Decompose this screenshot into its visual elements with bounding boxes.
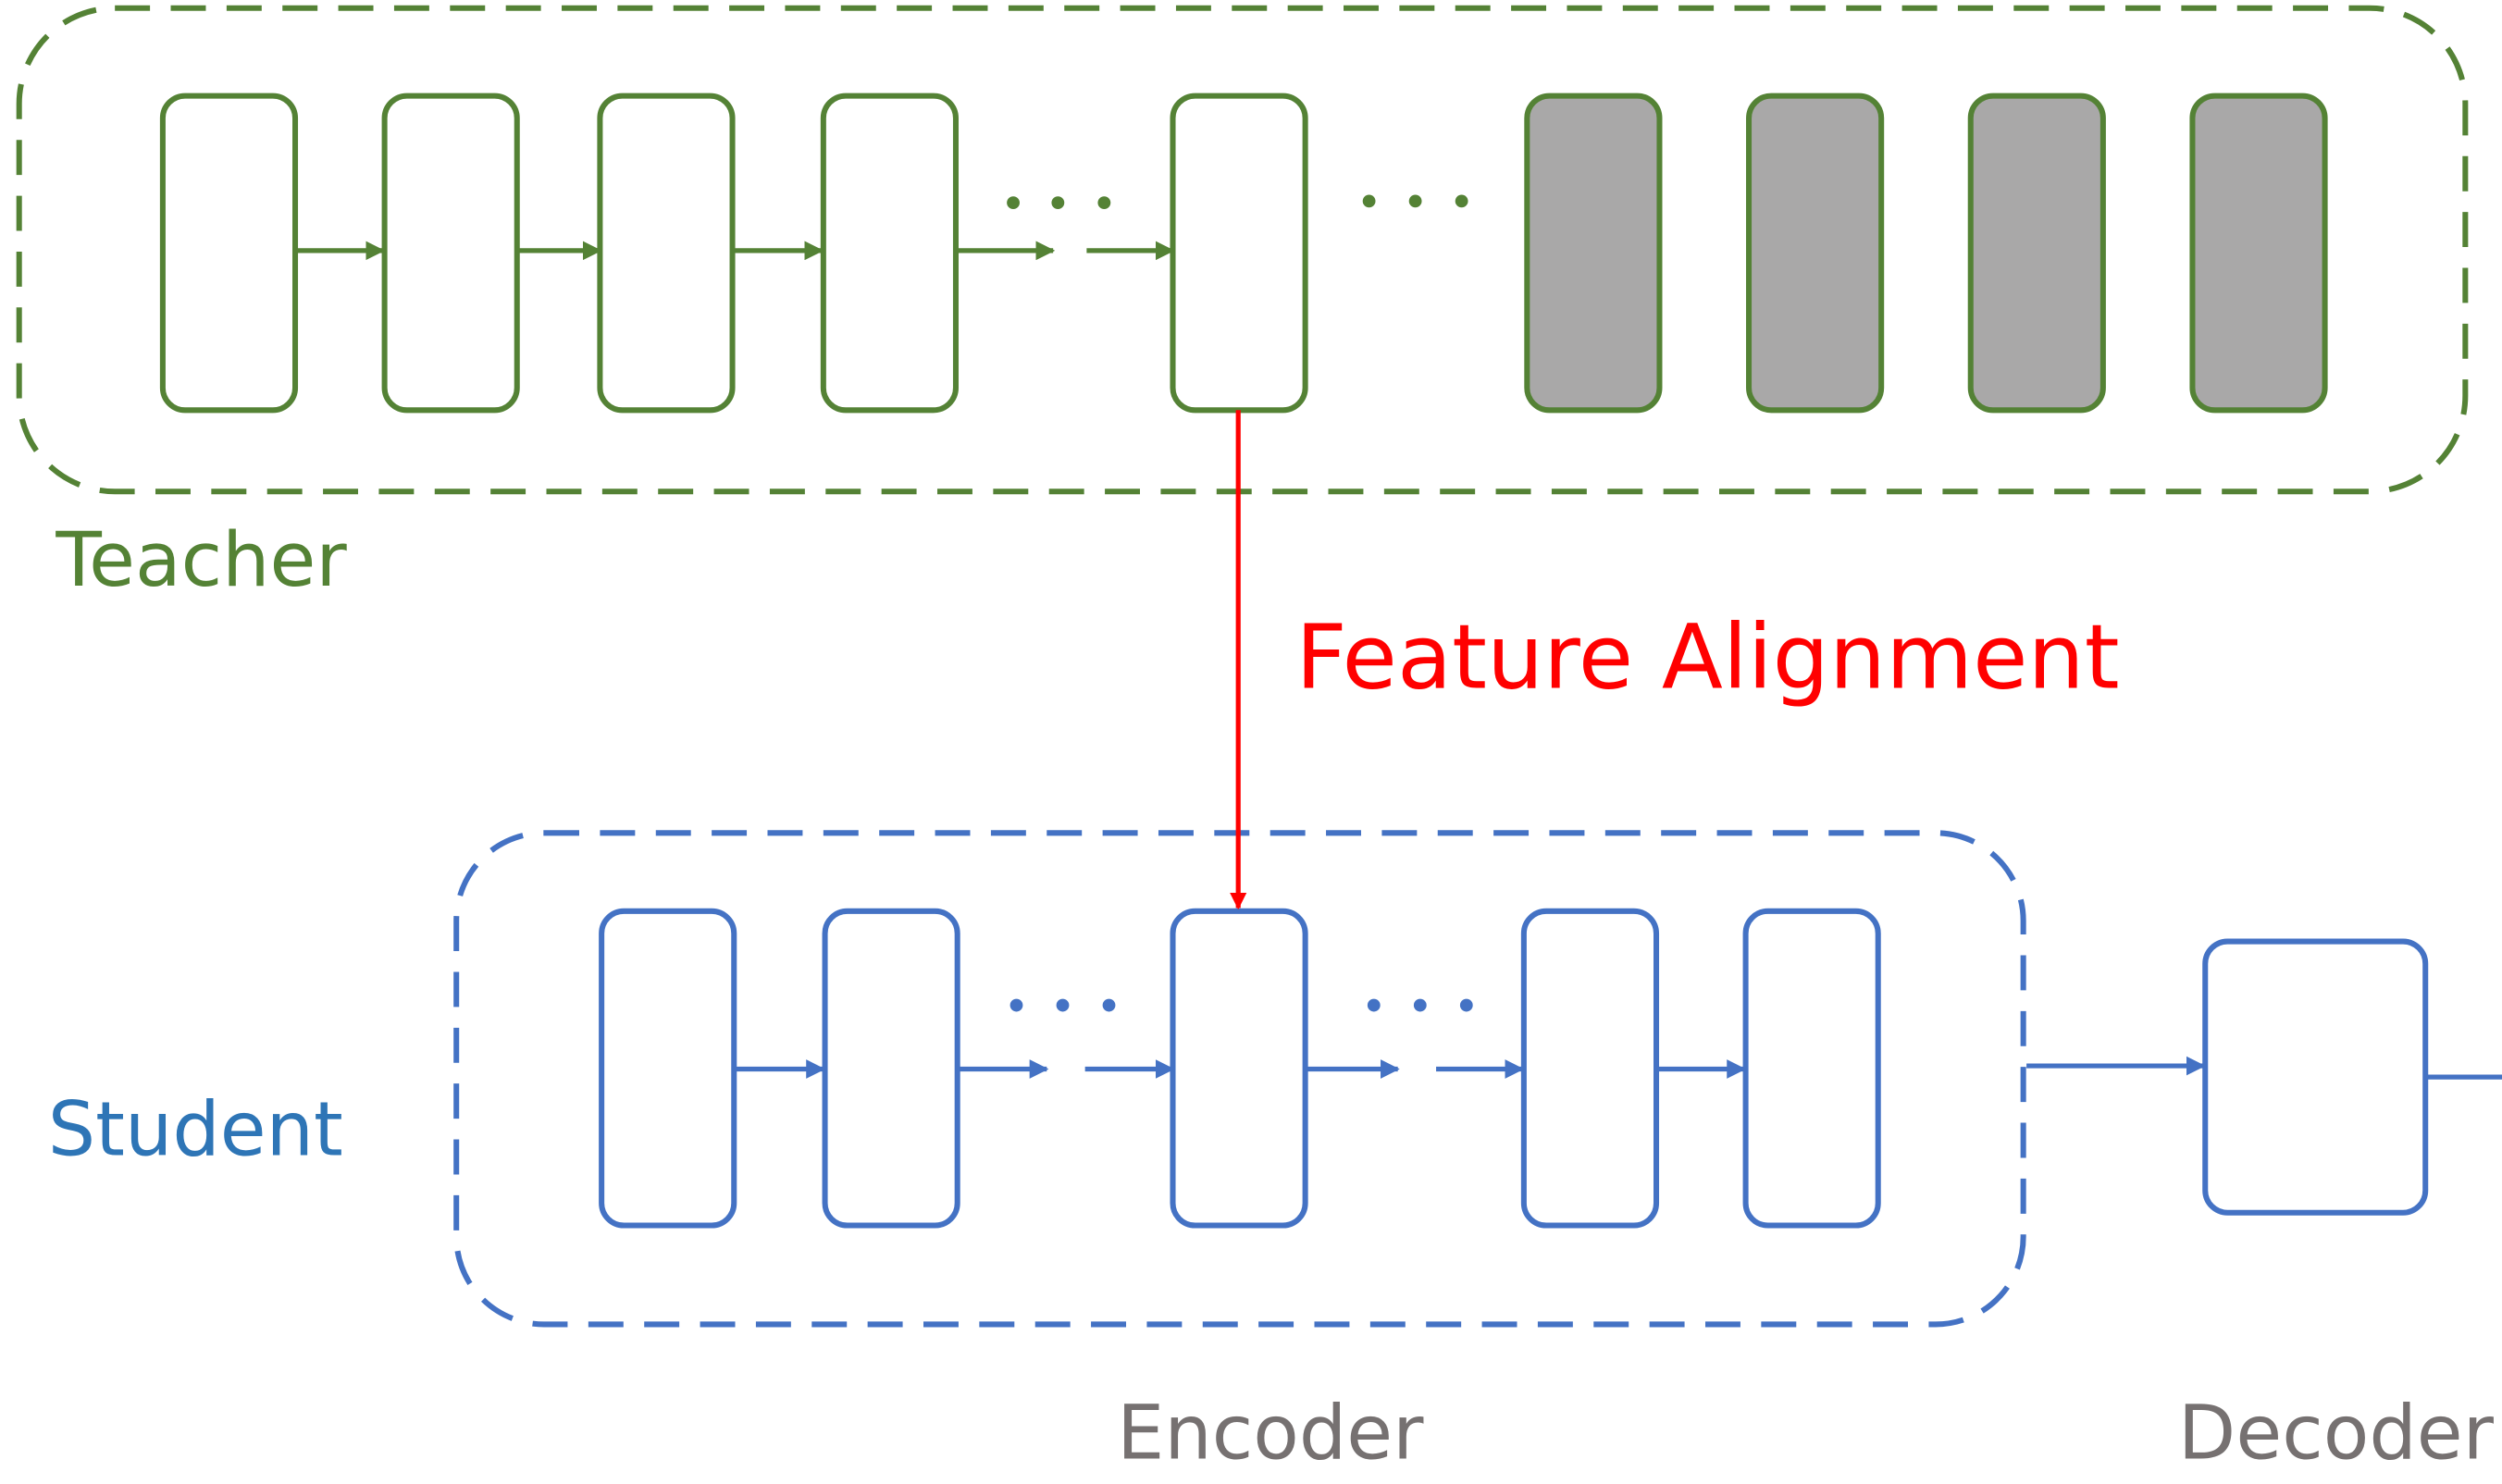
feature-alignment-label: Feature Alignment [1295,604,2119,709]
encoder-label: Encoder [1117,1390,1424,1477]
ellipsis-dot [1056,998,1070,1012]
teacher-layer [159,93,299,414]
ellipsis-dot [1455,194,1468,208]
ellipsis-dot [1007,196,1020,210]
ellipsis-dot [1102,998,1116,1012]
teacher-aligned-layer [1170,93,1308,414]
decoder-label: Decoder [2178,1390,2495,1477]
teacher-layer [381,93,520,414]
teacher-layer [820,93,959,414]
teacher-label: Teacher [55,517,347,604]
student-encoder-layer [1520,908,1660,1229]
ellipsis-dot [1459,998,1473,1012]
ellipsis-dot [1097,196,1111,210]
student-encoder-layer [822,908,960,1229]
teacher-frozen-layer [2189,93,2328,414]
ellipsis-dot [1413,998,1427,1012]
ellipsis-dot [1408,194,1422,208]
student-aligned-layer [1170,908,1308,1229]
ellipsis-dot [1367,998,1381,1012]
student-encoder-layer [1742,908,1881,1229]
teacher-frozen-layer [1524,93,1663,414]
teacher-container [16,5,2469,495]
ellipsis-dot [1009,998,1023,1012]
teacher-layer [597,93,736,414]
student-encoder-layer [599,908,737,1229]
ellipsis-dot [1051,196,1065,210]
teacher-frozen-layer [1746,93,1885,414]
teacher-frozen-layer [1967,93,2106,414]
decoder-block [2202,938,2429,1216]
ellipsis-dot [1362,194,1376,208]
student-label: Student [48,1087,343,1174]
